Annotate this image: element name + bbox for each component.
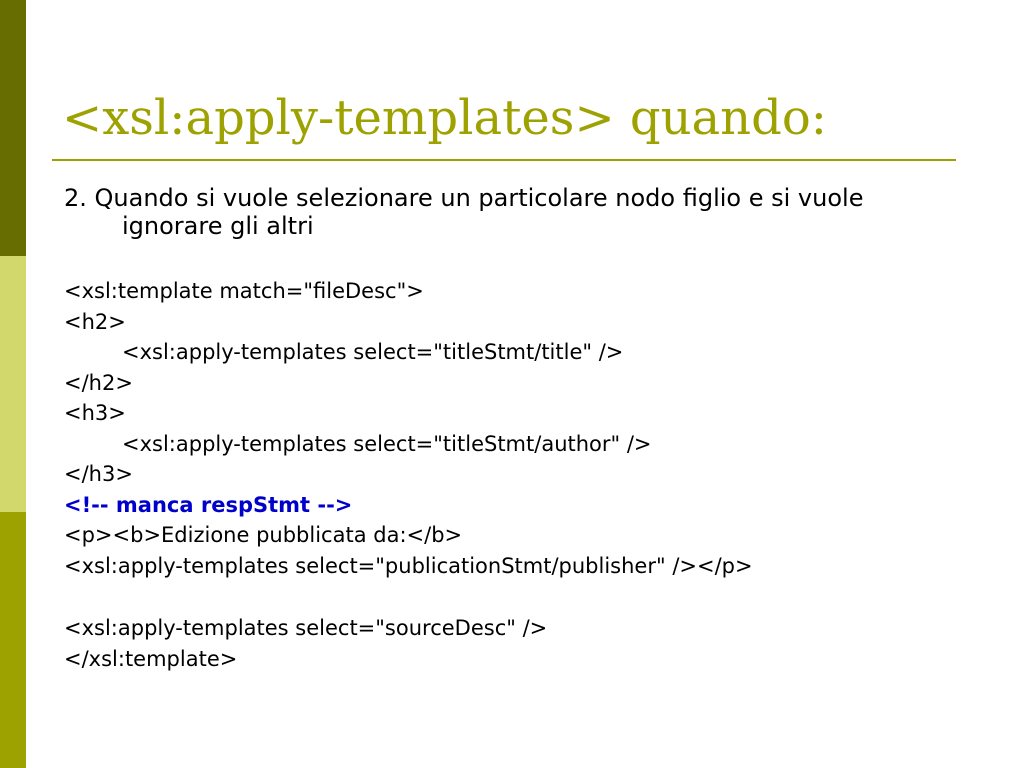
code-line: </xsl:template>	[64, 646, 238, 671]
code-line: <h2>	[64, 309, 126, 334]
code-spacer	[64, 581, 964, 613]
code-line: <p><b>Edizione pubblicata da:</b>	[64, 523, 463, 547]
code-line: <xsl:apply-templates select="sourceDesc"…	[64, 616, 548, 640]
bullet-point: 2. Quando si vuole selezionare un partic…	[64, 184, 864, 240]
code-comment: <!-- manca respStmt -->	[64, 492, 353, 517]
sidebar-stripe-top	[0, 0, 26, 256]
slide-title: <xsl:apply-templates> quando:	[62, 90, 827, 146]
sidebar-stripe-middle	[0, 256, 26, 512]
code-line: <xsl:apply-templates select="titleStmt/a…	[122, 431, 652, 456]
code-line: <h3>	[64, 401, 126, 425]
code-line: </h3>	[64, 462, 133, 486]
title-divider	[52, 159, 956, 161]
sidebar-stripe-bottom	[0, 512, 26, 768]
code-line: <xsl:apply-templates select="publication…	[64, 553, 753, 578]
code-line: <xsl:apply-templates select="titleStmt/t…	[122, 340, 624, 364]
code-line: <xsl:template match="fileDesc">	[64, 279, 424, 303]
code-line: </h2>	[64, 370, 133, 395]
slide-body: 2. Quando si vuole selezionare un partic…	[64, 184, 964, 674]
code-block: <xsl:template match="fileDesc"> <h2> <xs…	[64, 276, 964, 674]
